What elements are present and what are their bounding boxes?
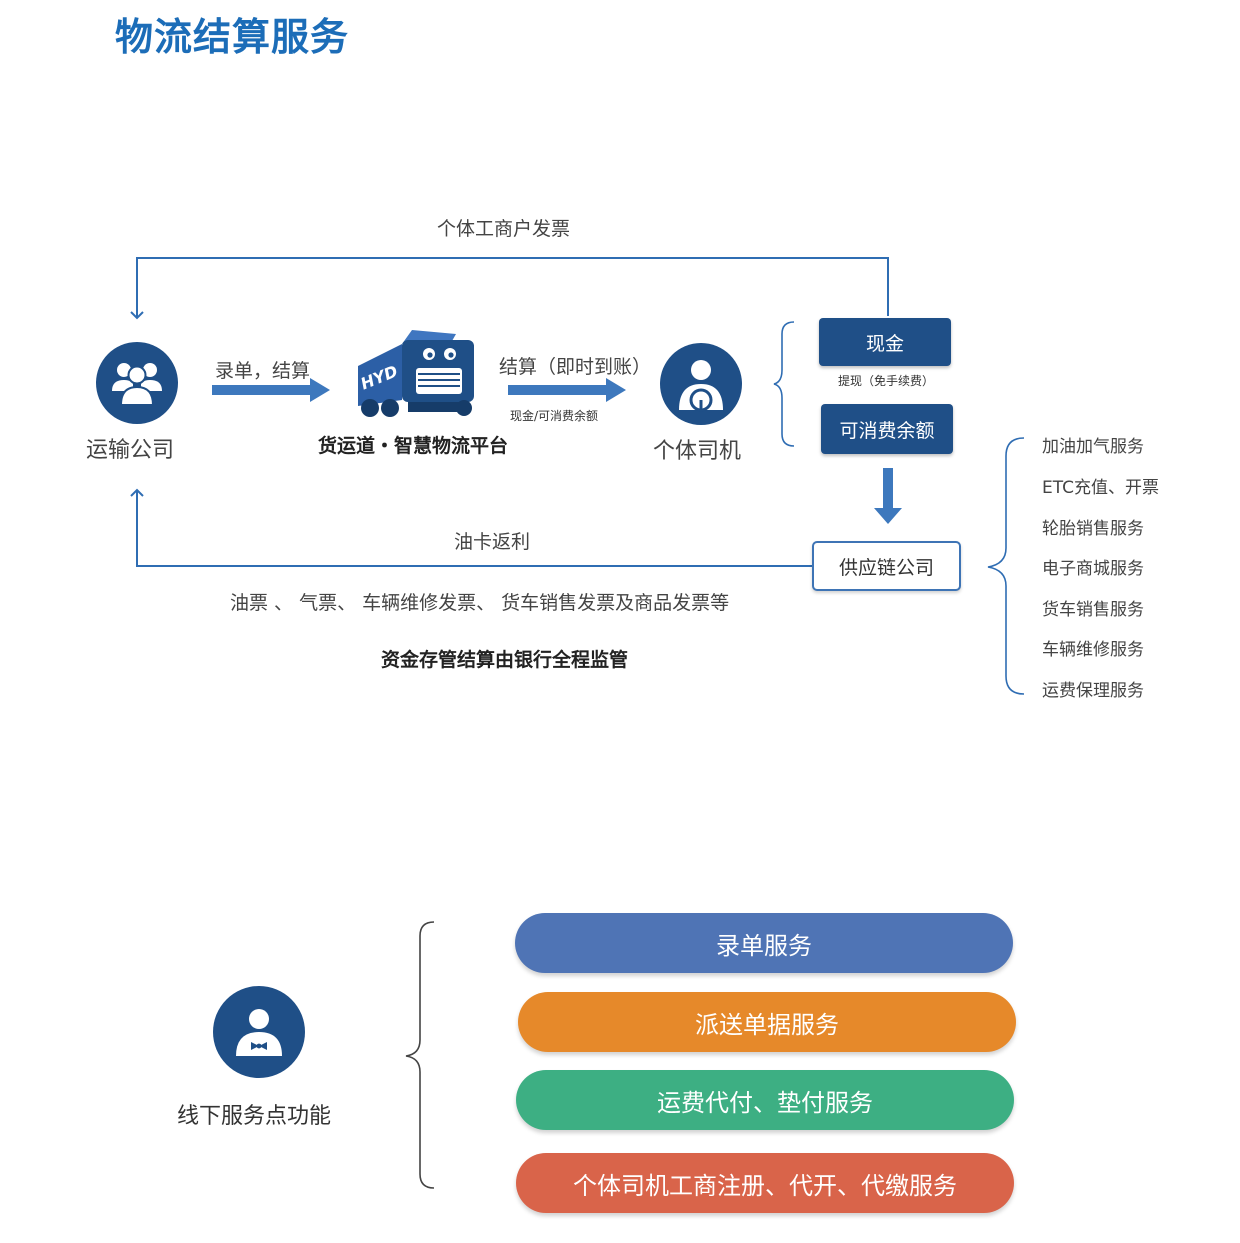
offline-function-pill: 录单服务 [515, 913, 1013, 973]
service-item: 电子商城服务 [1042, 559, 1144, 579]
arrow2-sublabel: 现金/可消费余额 [510, 409, 599, 423]
service-item: ETC充值、开票 [1042, 478, 1159, 498]
invoice-line: 油票 、 气票、 车辆维修发票、 货车销售发票及商品发票等 [230, 592, 730, 614]
truck-icon: HYD [352, 324, 480, 420]
offline-function-pill: 派送单据服务 [518, 992, 1016, 1052]
service-item: 货车销售服务 [1042, 600, 1144, 620]
transport-company-icon [96, 342, 178, 424]
brace-services [987, 437, 1025, 695]
cash-note: 提现（免手续费） [838, 374, 935, 388]
balance-box: 可消费余额 [821, 404, 953, 454]
top-loop-line [130, 257, 889, 320]
rebate-label: 油卡返利 [454, 531, 531, 553]
bottom-loop-line [130, 488, 812, 567]
supply-chain-box: 供应链公司 [812, 541, 961, 591]
platform-name: 货运道・智慧物流平台 [318, 435, 509, 457]
driver-label: 个体司机 [653, 439, 742, 464]
supervision-note: 资金存管结算由银行全程监管 [381, 649, 629, 671]
transport-company-label: 运输公司 [86, 438, 175, 463]
arrow-balance-to-supply [874, 468, 902, 524]
driver-person-icon [679, 360, 723, 412]
arrow1-label: 录单，结算 [215, 360, 311, 382]
offline-function-pill: 个体司机工商注册、代开、代缴服务 [516, 1153, 1014, 1213]
service-item: 加油加气服务 [1042, 437, 1144, 457]
brace-driver-options [773, 321, 795, 447]
arrow2-label: 结算（即时到账） [499, 356, 652, 378]
service-item: 轮胎销售服务 [1042, 519, 1144, 539]
offline-function-pill: 运费代付、垫付服务 [516, 1070, 1014, 1130]
service-item: 车辆维修服务 [1042, 640, 1144, 660]
page-title: 物流结算服务 [115, 15, 350, 59]
driver-icon [660, 343, 742, 425]
top-loop-label: 个体工商户发票 [437, 218, 571, 240]
staff-person-icon [236, 1009, 282, 1056]
offline-label: 线下服务点功能 [177, 1104, 332, 1129]
brace-offline [405, 921, 435, 1189]
arrow-settle-instant [508, 378, 626, 402]
offline-point-icon [213, 986, 305, 1078]
group-people-icon [112, 363, 162, 406]
service-item: 运费保理服务 [1042, 681, 1144, 701]
cash-box: 现金 [819, 318, 951, 366]
arrow-record-settle [212, 378, 330, 402]
